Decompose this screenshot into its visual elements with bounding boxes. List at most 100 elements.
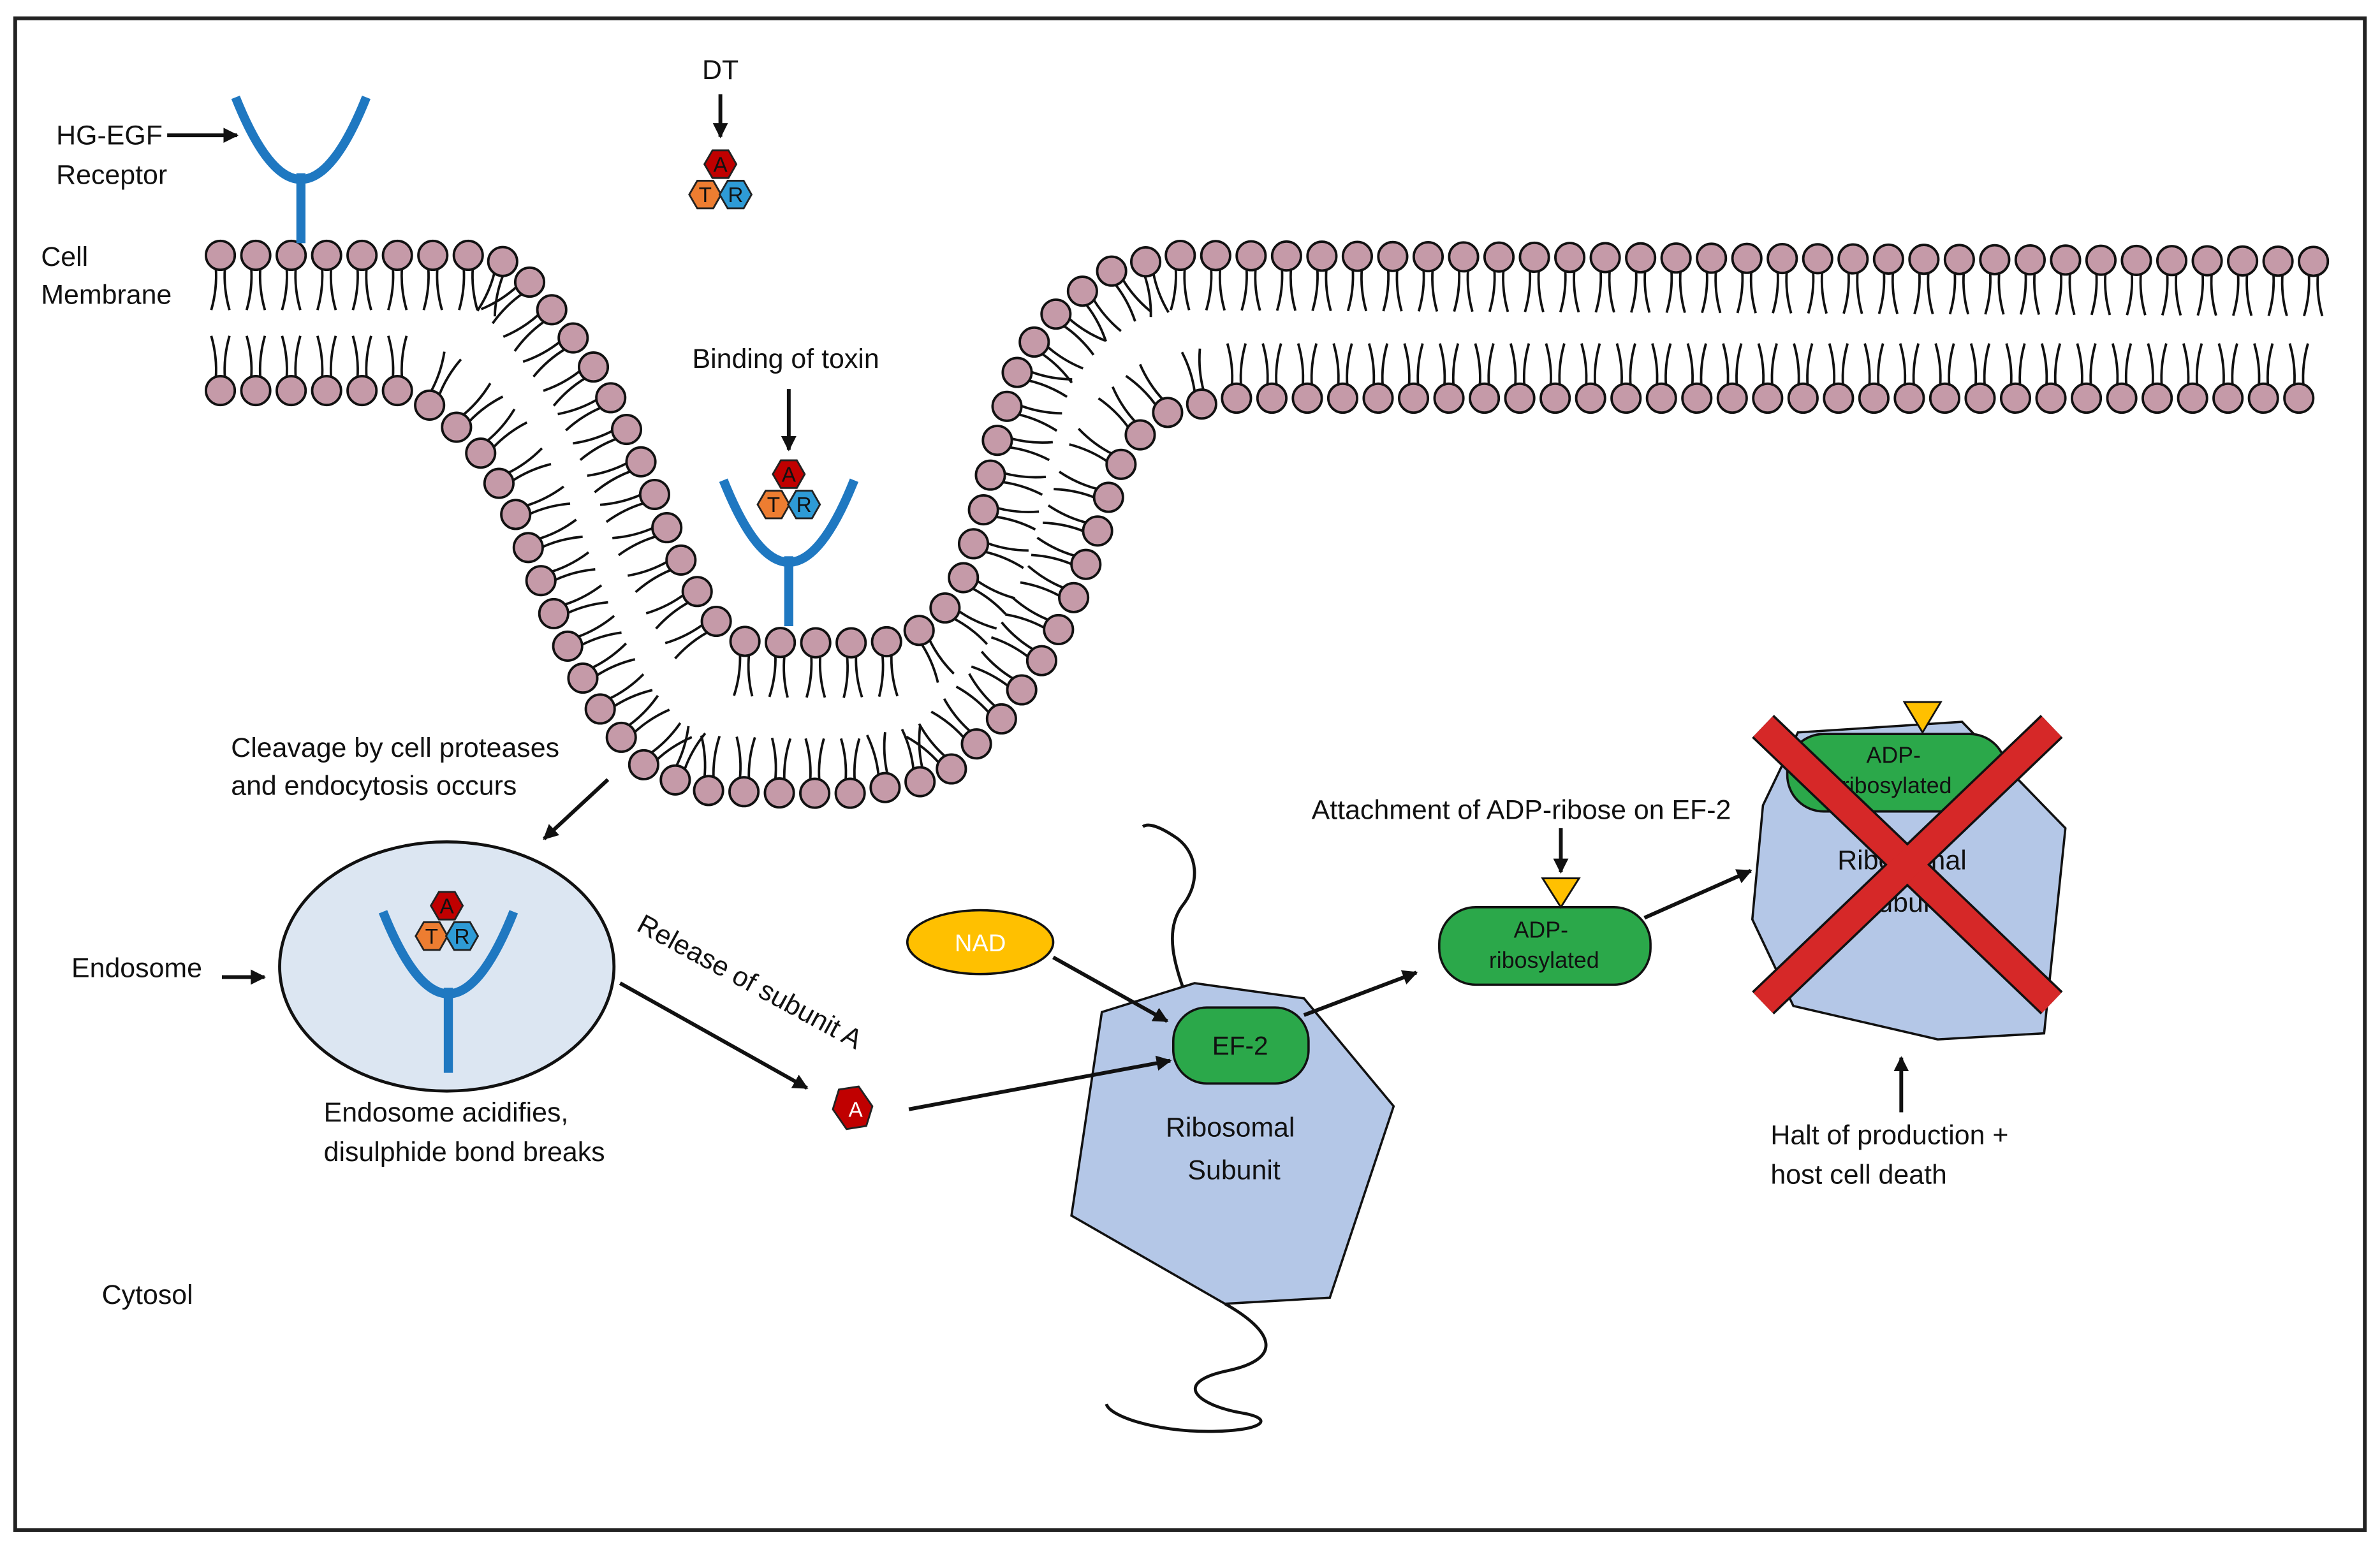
- lipid-tail: [1629, 343, 1636, 386]
- lipid-head: [552, 630, 584, 662]
- lipid-tail: [1736, 270, 1744, 314]
- lipid-tail: [258, 267, 267, 311]
- lipid-tail: [971, 587, 1007, 615]
- lipid-head: [625, 446, 657, 478]
- lipid-tail: [1382, 268, 1390, 312]
- arrow-nad-to-ef2: [1052, 955, 1169, 1023]
- lipid-tail: [2005, 343, 2013, 386]
- lipid-tail: [1031, 553, 1074, 566]
- lipid-tail: [655, 601, 690, 630]
- lipid-tail: [655, 736, 693, 762]
- lipid-tail: [1310, 343, 1318, 386]
- lipid-head: [1575, 382, 1606, 414]
- lipid-tail: [503, 312, 541, 339]
- lipid-tail: [1275, 268, 1284, 311]
- lipid-head: [1130, 246, 1162, 278]
- endosome-receptor-icon: [378, 910, 518, 1073]
- lipid-head: [311, 375, 342, 407]
- lipid-head: [2071, 382, 2103, 414]
- binding-label: Binding of toxin: [692, 344, 879, 374]
- halted-adp-ribosylated-label: ADP- ribosylated: [1842, 742, 1952, 798]
- lipid-head: [1092, 481, 1124, 513]
- lipid-head: [275, 239, 307, 272]
- lipid-tail: [1877, 343, 1884, 386]
- lipid-tail: [818, 738, 825, 782]
- lipid-tail: [1062, 324, 1095, 356]
- lipid-tail: [1934, 343, 1942, 386]
- lipid-tail: [1077, 428, 1113, 456]
- lipid-tail: [1899, 343, 1907, 386]
- lipid-head: [1006, 674, 1038, 706]
- lipid-tail: [1772, 270, 1779, 314]
- lipid-tail: [1665, 270, 1673, 313]
- arrows: [167, 94, 1909, 1113]
- lipid-tail: [955, 685, 991, 715]
- lipid-head: [2014, 244, 2046, 276]
- lipid-tail: [890, 654, 899, 697]
- lipid-tail: [2139, 272, 2147, 316]
- lipid-head: [417, 239, 449, 272]
- lipid-tail: [281, 267, 288, 311]
- lipid-tail: [476, 271, 496, 312]
- lipid-head: [595, 382, 627, 414]
- lipid-tail: [1770, 343, 1778, 386]
- lipid-tail: [553, 567, 596, 582]
- lipid-tail: [975, 579, 1015, 600]
- lipid-tail: [1608, 270, 1615, 313]
- lipid-head: [834, 777, 866, 809]
- lipid-tail: [365, 335, 372, 379]
- lipid-tail: [1438, 343, 1446, 386]
- lipid-head: [1291, 382, 1323, 414]
- lipid-head: [700, 605, 732, 638]
- lipid-head: [1306, 240, 1338, 272]
- lipid-tail: [665, 623, 705, 645]
- lipid-tail: [770, 737, 777, 781]
- lipid-head: [1025, 645, 1057, 676]
- lipid-tail: [1240, 268, 1248, 311]
- toxin-subunit-r-letter: R: [454, 925, 469, 949]
- lipid-head: [903, 615, 935, 647]
- lipid-head: [800, 627, 832, 659]
- lipid-tail: [839, 738, 848, 782]
- lipid-head: [610, 414, 643, 446]
- lipid-head: [605, 721, 637, 753]
- lipid-head: [1539, 382, 1571, 414]
- lipid-tail: [853, 738, 861, 782]
- subunit-a-letter: A: [849, 1099, 863, 1122]
- lipid-tail: [595, 658, 636, 678]
- lipid-tail: [1948, 271, 1957, 315]
- lipid-tail: [842, 655, 849, 698]
- lipid-tail: [580, 631, 622, 647]
- endosome-vesicle: [278, 840, 616, 1093]
- lipid-tail: [649, 722, 682, 755]
- lipid-tail: [1010, 437, 1054, 444]
- lipid-tail: [1381, 343, 1389, 386]
- lipid-tail: [2111, 343, 2119, 386]
- lipid-head: [1893, 382, 1925, 414]
- lipid-head: [960, 728, 992, 760]
- lipid-head: [2035, 382, 2067, 414]
- lipid-tail: [1509, 343, 1517, 386]
- lipid-tail: [579, 437, 618, 461]
- lipid-tail: [645, 593, 686, 615]
- arrow-ef2-to-adp: [1303, 970, 1418, 1017]
- lipid-head: [763, 777, 795, 809]
- lipid-head: [1221, 382, 1252, 414]
- lipid-tail: [804, 738, 812, 782]
- lipid-head: [1152, 397, 1184, 428]
- lipid-tail: [2316, 273, 2324, 317]
- lipid-tail: [918, 726, 924, 770]
- lipid-tail: [1054, 488, 1096, 499]
- lipid-head: [974, 459, 1006, 491]
- lipid-tail: [612, 689, 653, 708]
- lipid-tail: [387, 335, 395, 379]
- lipid-tail: [920, 642, 939, 684]
- lipid-tail: [986, 541, 1029, 552]
- lipid-head: [1448, 241, 1480, 273]
- lipid-tail: [1261, 343, 1269, 386]
- lipid-tail: [818, 655, 826, 698]
- lipid-tail: [591, 642, 628, 669]
- lipid-tail: [712, 735, 721, 779]
